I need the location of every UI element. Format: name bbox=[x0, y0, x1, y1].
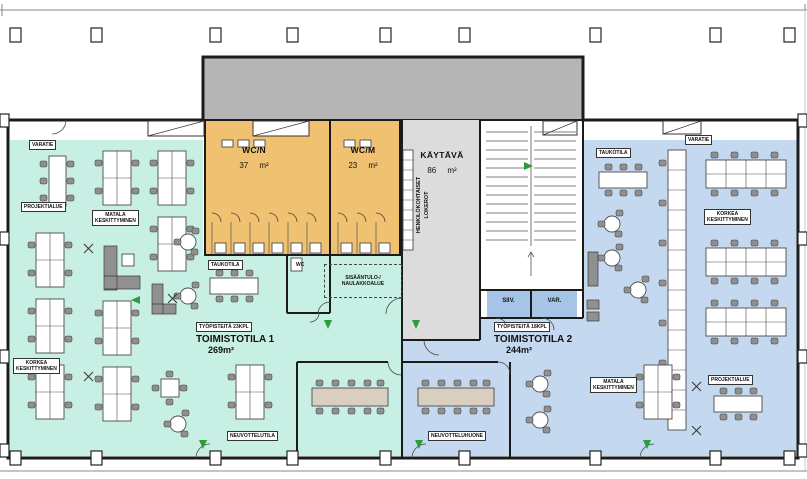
printer bbox=[586, 311, 600, 322]
label-entrance-area: SISÄÄNTULO-/ NAULAKKOALUE bbox=[324, 264, 402, 298]
workstation-note-1: TYÖPISTEITÄ 23KPL bbox=[196, 322, 252, 332]
break-room-table bbox=[210, 270, 258, 302]
interior-walls bbox=[204, 119, 584, 458]
room-label-toimistotila-1: TYÖPISTEITÄ 23KPL TOIMISTOTILA 1 269m² bbox=[196, 315, 274, 355]
room-label-varasto: VAR. bbox=[547, 298, 562, 304]
label-taukotila-right: TAUKOTILA bbox=[596, 148, 631, 158]
zone-shaft bbox=[202, 56, 584, 121]
workstation-note-2: TYÖPISTEITÄ 18KPL bbox=[494, 322, 550, 332]
label-varatie-right: VARATIE bbox=[685, 135, 713, 145]
zone-cleaning-room bbox=[487, 290, 530, 318]
label-neuvotteluhuone: NEUVOTTELUHUONE bbox=[428, 431, 486, 441]
zone-corridor bbox=[402, 120, 480, 340]
sofa bbox=[587, 251, 599, 287]
furniture-office1 bbox=[28, 151, 388, 437]
room-label-toimistotila-2: TYÖPISTEITÄ 18KPL TOIMISTOTILA 2 244m² bbox=[494, 315, 572, 355]
office1-area: 269m² bbox=[208, 345, 235, 355]
label-korkea-left: KORKEA KESKITTYMINEN bbox=[13, 358, 60, 374]
label-matala-left: MATALA KESKITTYMINEN bbox=[92, 210, 139, 226]
sofa bbox=[103, 245, 141, 291]
label-taukotila-left: TAUKOTILA bbox=[208, 260, 243, 270]
zone-storage-room bbox=[532, 290, 577, 318]
label-matala-right: MATALA KESKITTYMINEN bbox=[590, 377, 637, 393]
room-label-siivous: SIIV. bbox=[502, 298, 515, 304]
vent-hatches bbox=[147, 120, 702, 137]
zone-toimistotila-2 bbox=[402, 140, 798, 456]
wc-stalls bbox=[211, 139, 391, 272]
label-projektialue-right: PROJEKTIALUE bbox=[708, 375, 753, 385]
label-small-wc: WC bbox=[296, 262, 305, 268]
break-room-table bbox=[599, 164, 647, 196]
coffee-table bbox=[121, 253, 135, 267]
label-varatie-left: VARATIE bbox=[29, 140, 57, 150]
furniture-office2 bbox=[418, 149, 786, 436]
office2-area: 244m² bbox=[506, 345, 533, 355]
printer bbox=[586, 299, 600, 310]
label-lockers-line2: LOKEROT bbox=[424, 191, 430, 219]
locker-strip bbox=[402, 149, 414, 251]
label-neuvottelutila: NEUVOTTELUTILA bbox=[227, 431, 278, 441]
label-lockers-line1: HENKILÖKOHTAISET bbox=[415, 176, 422, 233]
staircase bbox=[486, 126, 576, 276]
project-table bbox=[40, 156, 74, 206]
label-projektialue-left: PROJEKTIALUE bbox=[21, 202, 66, 212]
sofa bbox=[151, 283, 177, 315]
label-korkea-right: KORKEA KESKITTYMINEN bbox=[704, 209, 751, 225]
office2-name: TOIMISTOTILA 2 bbox=[494, 334, 573, 345]
project-table bbox=[714, 388, 762, 420]
office1-name: TOIMISTOTILA 1 bbox=[196, 334, 275, 345]
structural-columns bbox=[0, 27, 807, 466]
zone-stairwell bbox=[480, 120, 583, 290]
toilet-fixture bbox=[290, 257, 303, 272]
